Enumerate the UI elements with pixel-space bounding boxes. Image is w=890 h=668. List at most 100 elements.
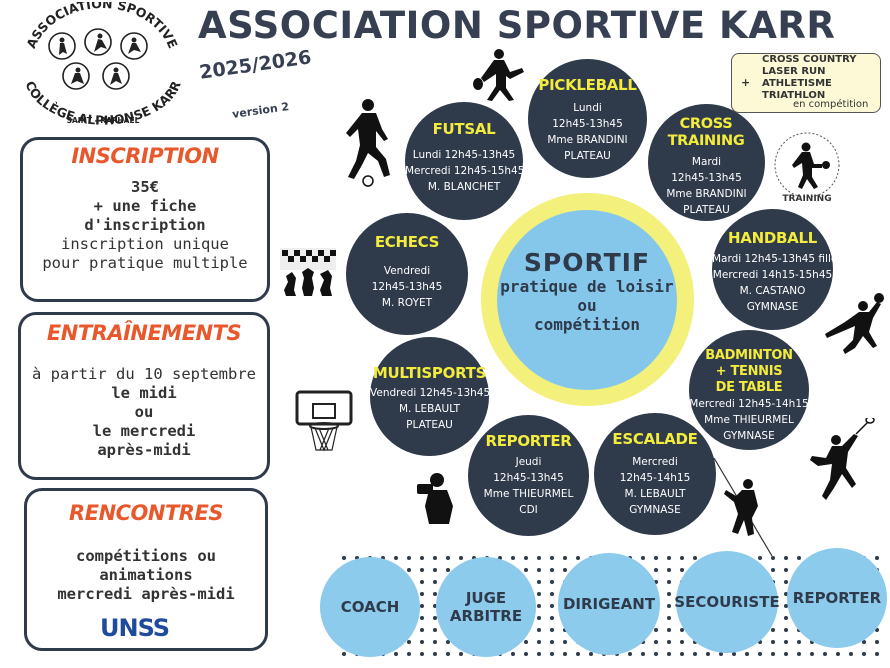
dot	[550, 628, 554, 632]
dot	[758, 556, 762, 560]
role-dirigeant: DIRIGEANT	[558, 553, 660, 655]
dot	[693, 556, 697, 560]
dot	[407, 652, 411, 656]
association-logo: ASSOCIATION SPORTIVE COLLÈGE ALPHONSE KA…	[22, 2, 183, 127]
activity-line: Mme THIEURMEL	[704, 414, 794, 426]
climber-icon	[713, 458, 773, 556]
inscription-price: 35€	[131, 178, 159, 196]
dot	[433, 640, 437, 644]
center-line: pratique de loisir	[500, 277, 674, 296]
dot	[784, 640, 788, 644]
center-circle: SPORTIF pratique de loisir ou compétitio…	[497, 210, 677, 390]
dot	[537, 556, 541, 560]
dot	[875, 556, 879, 560]
ping-pong-player-icon	[473, 49, 524, 101]
dot	[407, 556, 411, 560]
center-line: ou	[577, 296, 597, 315]
dot	[511, 652, 515, 656]
dot	[433, 616, 437, 620]
dot	[433, 592, 437, 596]
dot	[420, 616, 424, 620]
dot	[771, 556, 775, 560]
activity-futsal: FUTSAL Lundi 12h45-13h45 Mercredi 12h45-…	[405, 102, 524, 220]
activity-line: Mme THIEURMEL	[483, 488, 574, 500]
activity-line: PLATEAU	[406, 419, 453, 431]
activity-line: M. LEBAULT	[624, 488, 686, 500]
activity-title: PICKLEBALL	[538, 76, 637, 94]
activity-cross-training: CROSS TRAINING Mardi 12h45-13h45 Mme BRA…	[648, 104, 765, 221]
activity-title: BADMINTON + TENNIS DE TABLE	[705, 348, 793, 395]
dot	[433, 556, 437, 560]
dot	[537, 640, 541, 644]
dot	[420, 556, 424, 560]
dot	[433, 580, 437, 584]
dot	[537, 616, 541, 620]
version-label: version 2	[231, 100, 290, 121]
activity-line: Mardi	[691, 156, 722, 168]
dot	[797, 652, 801, 656]
activity-line: Mme BRANDINI	[666, 188, 747, 200]
unss-logo: UNSS	[100, 614, 170, 642]
dot	[537, 580, 541, 584]
activity-title: CROSS TRAINING	[667, 116, 745, 149]
activity-line: GYMNASE	[746, 301, 799, 313]
activity-line: M. BLANCHET	[427, 181, 501, 193]
dot	[420, 568, 424, 572]
dot	[537, 628, 541, 632]
dot	[459, 652, 463, 656]
dot	[836, 652, 840, 656]
rencontres-line: animations	[99, 566, 193, 584]
dot	[537, 568, 541, 572]
dot	[667, 652, 671, 656]
dot	[784, 628, 788, 632]
dot	[862, 652, 866, 656]
dot	[524, 652, 528, 656]
dot	[667, 628, 671, 632]
dot	[797, 640, 801, 644]
activity-line: 12h45-14h15	[619, 472, 691, 484]
role-secouriste: SECOURISTE	[674, 551, 780, 653]
activity-line: 12h45-13h45	[371, 281, 443, 293]
page-title: ASSOCIATION SPORTIVE KARR	[198, 4, 836, 47]
dot	[511, 556, 515, 560]
activity-reporter: REPORTER Jeudi 12h45-13h45 Mme THIEURMEL…	[468, 415, 589, 536]
dot	[693, 652, 697, 656]
activity-line: 12h45-13h45	[552, 118, 623, 130]
dot	[784, 616, 788, 620]
dot	[524, 556, 528, 560]
dot	[758, 652, 762, 656]
activity-line: 12h45-13h45	[671, 172, 742, 184]
fitness-training-icon: TRAINING	[774, 132, 840, 203]
rencontres-line: compétitions ou	[76, 547, 216, 565]
activity-line: Mercredi 14h15-15h45	[712, 269, 833, 281]
dot	[550, 568, 554, 572]
dot	[680, 652, 684, 656]
dot	[654, 640, 658, 644]
cc-sub: en compétition	[793, 99, 869, 110]
handball-player-icon	[825, 293, 884, 354]
dot	[771, 568, 775, 572]
dot	[420, 652, 424, 656]
dot	[342, 556, 346, 560]
activity-multisports: MULTISPORTS Vendredi 12h45-13h45 M. LEBA…	[370, 337, 490, 456]
activity-line: M. CASTANO	[739, 285, 806, 297]
dot	[563, 652, 567, 656]
dot	[628, 652, 632, 656]
dot	[524, 568, 528, 572]
dot	[667, 568, 671, 572]
dot	[550, 616, 554, 620]
dot	[667, 556, 671, 560]
activity-line: Mercredi	[632, 456, 678, 468]
dot	[589, 652, 593, 656]
cross-country-note: CROSS COUNTRY LASER RUN ATHLETISME TRIAT…	[731, 53, 881, 113]
activity-line: Lundi 12h45-13h45	[412, 149, 516, 161]
dot	[433, 652, 437, 656]
dot	[550, 592, 554, 596]
dot	[641, 652, 645, 656]
dot	[771, 640, 775, 644]
season-year: 2025/2026	[198, 46, 313, 84]
badminton-player-icon	[810, 418, 875, 500]
dot	[563, 556, 567, 560]
inscription-box: INSCRIPTION 35€ + une fiche d'inscriptio…	[20, 137, 270, 302]
